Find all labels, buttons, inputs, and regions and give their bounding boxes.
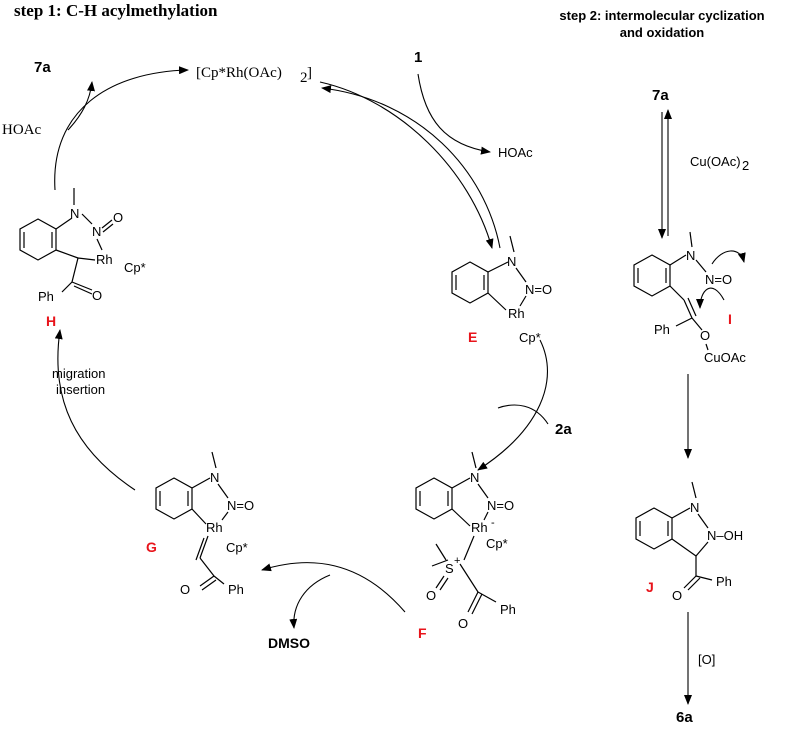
catalyst-text: [Cp*Rh(OAc): [196, 65, 282, 81]
J-benzene-ring: [635, 507, 673, 550]
G-Cp: Cp*: [226, 540, 248, 555]
migration-line1: migration: [52, 366, 105, 381]
F-Ph: Ph: [500, 602, 516, 617]
H-Oc: O: [92, 288, 102, 303]
catalyst-bracket: ]: [307, 65, 312, 81]
I-CuOAc: CuOAc: [704, 350, 746, 365]
structure-G: N N=O Rh Cp* O Ph G: [146, 451, 254, 597]
F-Rh: Rh: [471, 520, 488, 535]
cu-reagent-label: Cu(OAc) 2: [690, 154, 749, 173]
H-Rh: Rh: [96, 252, 113, 267]
E-Cp: Cp*: [519, 330, 541, 345]
arrow-7a-out: [67, 81, 95, 131]
arrow-DMSO-out: [289, 574, 331, 629]
label-F: F: [418, 625, 427, 641]
migration-line2: insertion: [56, 382, 105, 397]
arrow-H-to-cat: [54, 66, 189, 191]
H-benzene-ring: [19, 218, 57, 261]
label-E: E: [468, 329, 477, 345]
G-Rh: Rh: [206, 520, 223, 535]
J-Oc: O: [672, 588, 682, 603]
F-Cp: Cp*: [486, 536, 508, 551]
structure-J: N N–OH O Ph J: [635, 481, 743, 603]
structure-I: N N=O Ph O CuOAc I: [633, 231, 746, 365]
product-7a-left: 7a: [34, 59, 51, 76]
step2-title-line1: step 2: intermolecular cyclization: [559, 8, 764, 23]
I-benzene-ring: [633, 254, 671, 297]
H-O: O: [113, 210, 123, 225]
structure-H: N N O Rh Cp* O Ph H: [19, 188, 146, 329]
H-Cp: Cp*: [124, 260, 146, 275]
F-N1: N: [470, 470, 479, 485]
arrow-2a-in: [497, 404, 549, 425]
G-Oc: O: [180, 582, 190, 597]
I-N1: N: [686, 248, 695, 263]
catalyst-subscript: 2: [300, 70, 308, 86]
E-NO: N=O: [525, 282, 552, 297]
arrow-E-to-cat: [321, 85, 501, 249]
reagent-2a-label: 2a: [555, 421, 572, 438]
H-N2: N: [92, 224, 101, 239]
G-NO: N=O: [227, 498, 254, 513]
catalyst-label: [Cp*Rh(OAc) 2 ]: [196, 65, 312, 86]
cu-reagent-text: Cu(OAc): [690, 154, 741, 169]
J-Ph: Ph: [716, 574, 732, 589]
H-N1: N: [70, 206, 79, 221]
arrow-reagent1-out-HOAc: [417, 73, 491, 155]
hoac-top-right-label: HOAc: [498, 145, 533, 160]
H-Ph: Ph: [38, 289, 54, 304]
E-benzene-ring: [451, 261, 489, 304]
I-O: O: [700, 328, 710, 343]
oxidant-label: [O]: [698, 652, 715, 667]
I-arrow-cyclize: [696, 287, 725, 309]
J-N1: N: [690, 500, 699, 515]
F-O-sulfoxide: O: [426, 588, 436, 603]
product-6a: 6a: [676, 709, 693, 726]
product-7a-right: 7a: [652, 87, 669, 104]
F-Oc: O: [458, 616, 468, 631]
I-Ph: Ph: [654, 322, 670, 337]
E-Rh: Rh: [508, 306, 525, 321]
arrow-F-to-G: [261, 562, 406, 613]
I-NO: N=O: [705, 272, 732, 287]
label-J: J: [646, 579, 654, 595]
J-NOH: N–OH: [707, 528, 743, 543]
arrow-E-to-F: [477, 339, 548, 471]
structure-F: N N=O Rh - Cp* S + O O Ph F: [415, 451, 516, 641]
E-N1: N: [507, 254, 516, 269]
step1-title: step 1: C-H acylmethylation: [14, 1, 218, 20]
step2-title-line2: and oxidation: [620, 25, 705, 40]
label-H: H: [46, 313, 56, 329]
G-N1: N: [210, 470, 219, 485]
dmso-label: DMSO: [268, 635, 310, 651]
svg-text:+: +: [454, 555, 460, 567]
I-arrow-curved: [711, 250, 746, 265]
F-NO: N=O: [487, 498, 514, 513]
hoac-left-label: HOAc: [2, 122, 41, 138]
arrow-G-to-H: [54, 329, 136, 491]
reagent-1-label: 1: [414, 49, 422, 66]
structure-E: N N=O Rh Cp* E: [451, 235, 552, 345]
F-S: S: [445, 561, 454, 576]
G-benzene-ring: [155, 477, 193, 520]
label-I: I: [728, 311, 732, 327]
F-benzene-ring: [415, 477, 453, 520]
svg-text:-: -: [491, 517, 495, 529]
arrow-cat-to-E: [319, 81, 494, 249]
label-G: G: [146, 539, 157, 555]
cu-reagent-sub: 2: [742, 158, 749, 173]
G-Ph: Ph: [228, 582, 244, 597]
